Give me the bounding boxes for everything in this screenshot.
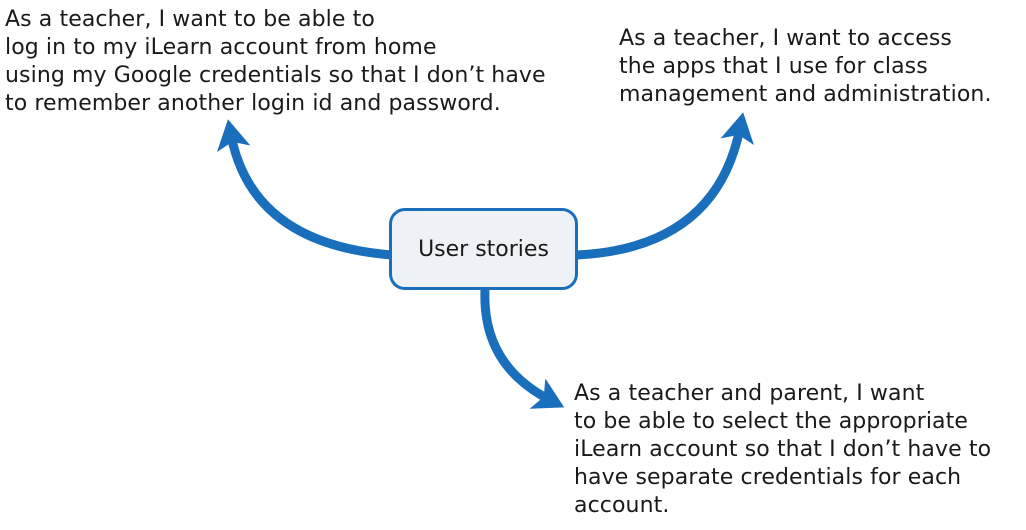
user-stories-node-label: User stories <box>418 236 549 262</box>
arrow-to-bottom-story <box>480 289 565 409</box>
user-stories-node: User stories <box>389 208 578 290</box>
story-line: management and administration. <box>619 82 992 107</box>
story-line: account. <box>574 493 670 518</box>
story-line: As a teacher and parent, I want <box>574 381 925 406</box>
story-line: iLearn account so that I don’t have to <box>574 437 992 462</box>
arrow-to-right-story <box>576 112 754 260</box>
story-login-google: As a teacher, I want to be able to log i… <box>5 6 546 118</box>
story-line: to be able to select the appropriate <box>574 409 968 434</box>
story-line: have separate credentials for each <box>574 465 962 490</box>
story-line: the apps that I use for class <box>619 54 928 79</box>
arrow-to-left-story <box>216 119 393 260</box>
story-line: As a teacher, I want to access <box>619 26 952 51</box>
story-access-apps: As a teacher, I want to access the apps … <box>619 25 992 109</box>
story-select-account: As a teacher and parent, I want to be ab… <box>574 380 991 520</box>
story-line: to remember another login id and passwor… <box>5 91 501 116</box>
story-line: log in to my iLearn account from home <box>5 35 437 60</box>
story-line: As a teacher, I want to be able to <box>5 7 375 32</box>
story-line: using my Google credentials so that I do… <box>5 63 546 88</box>
